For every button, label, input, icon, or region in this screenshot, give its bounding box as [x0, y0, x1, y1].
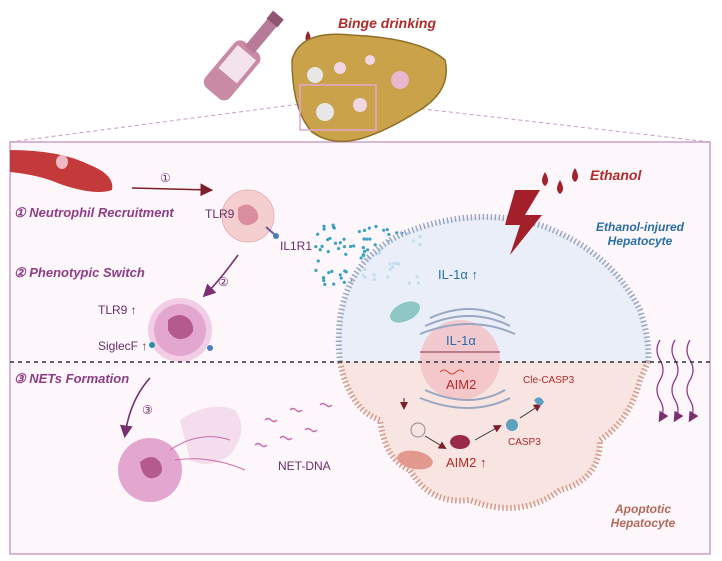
casp3-icon — [506, 419, 518, 431]
tlr9-label: TLR9 — [205, 207, 235, 221]
arrow-nets — [120, 377, 151, 439]
il1r1-label: IL1R1 — [280, 239, 313, 253]
net-dna-label: NET-DNA — [278, 459, 331, 473]
zoom-line-left — [9, 103, 301, 143]
net-dna-icon — [254, 402, 333, 448]
injured-hepatocyte-label: Ethanol-injured Hepatocyte — [596, 220, 684, 249]
step-3-label: ③ NETs Formation — [14, 371, 130, 386]
il1a-nucleus-label: IL-1α — [446, 333, 476, 348]
wine-bottle-icon — [203, 10, 284, 101]
arrow-recruitment — [131, 183, 214, 197]
blood-vessel-icon — [10, 150, 113, 192]
step-3-marker: ③ — [142, 403, 153, 417]
neutrophil-resting — [221, 189, 279, 243]
lightning-icon — [505, 190, 542, 255]
neutrophil-activated — [148, 298, 213, 362]
step-2-label: ② Phenotypic Switch — [14, 265, 145, 280]
net-neutrophil — [118, 406, 246, 502]
ethanol-label: Ethanol — [590, 167, 642, 183]
arrow-switch — [202, 254, 239, 298]
aim2-nucleus-label: AIM2 — [446, 377, 477, 392]
mitochondrion-lower-icon — [397, 450, 433, 470]
membrane-upper — [335, 214, 652, 363]
il1a-secreted-label: IL-1α ↑ — [438, 267, 479, 282]
aim2-icon — [450, 435, 470, 449]
tlr9-up-label: TLR9 ↑ — [98, 303, 137, 317]
apoptotic-hepatocyte-label: Apoptotic Hepatocyte — [610, 502, 676, 531]
cle-casp3-label: Cle-CASP3 — [523, 375, 575, 386]
zoom-box — [299, 84, 377, 131]
wave-arrows-icon — [656, 339, 699, 423]
casp3-label: CASP3 — [508, 437, 541, 448]
ethanol-drops-icon — [542, 168, 578, 194]
golgi-icon — [419, 308, 516, 409]
binge-drinking-label: Binge drinking — [338, 15, 436, 31]
step-1-label: ① Neutrophil Recruitment — [14, 205, 174, 220]
liver-icon — [291, 33, 447, 143]
siglecf-label: SiglecF ↑ — [98, 339, 148, 353]
nucleus — [420, 320, 500, 400]
hepatocyte-injured — [338, 217, 649, 362]
step-1-marker: ① — [160, 171, 171, 185]
zoom-line-right — [379, 103, 711, 143]
step-2-marker: ② — [218, 275, 229, 289]
mitochondrion-icon — [390, 301, 420, 323]
hepatocyte-apoptotic — [340, 362, 648, 508]
aim2-cyto-label: AIM2 ↑ — [446, 455, 487, 470]
cle-casp3-icon — [534, 397, 544, 406]
